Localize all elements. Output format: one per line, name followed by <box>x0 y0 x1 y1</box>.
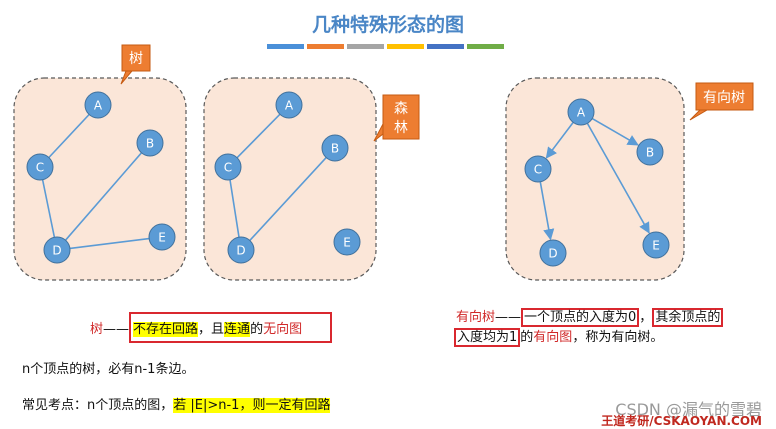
tree-node-B <box>136 129 164 157</box>
tree-edge-D-B <box>64 152 143 241</box>
csdn-watermark: CSDN @漏气的雪碧 <box>615 400 762 419</box>
tree-def-part1: 不存在回路 <box>133 322 199 337</box>
tree-def-part2: ，且 <box>198 322 225 337</box>
directed_tree-node-D <box>539 239 567 267</box>
directed_tree-edge-A-B <box>591 117 639 146</box>
forest-node-label-D: D <box>236 244 245 258</box>
directed_tree-node-label-E: E <box>652 239 660 253</box>
forest-node-E <box>333 228 361 256</box>
note-exam-point: 常见考点：n个顶点的图，若 |E|>n-1，则一定有回路 <box>22 394 331 413</box>
tree-def-dash: —— <box>103 322 130 337</box>
tree-node-label-B: B <box>146 137 154 151</box>
dtree-def-term: 有向树 <box>456 310 496 325</box>
forest-node-D <box>227 236 255 264</box>
tree-callout: 树 <box>120 44 151 85</box>
color-bar-segment <box>307 44 344 49</box>
directed_tree-node-label-C: C <box>534 163 542 177</box>
directed_tree-edge-A-E <box>586 122 650 234</box>
tree-edge-C-D <box>41 179 56 238</box>
tree-node-A <box>84 91 112 119</box>
directed-tree-callout-label: 有向树 <box>703 90 745 106</box>
dtree-def-part5: 的 <box>520 330 534 345</box>
forest-graph: A B C D E <box>214 91 361 264</box>
directed_tree-node-B <box>636 138 664 166</box>
color-bar-segment <box>267 44 304 49</box>
tree-edge-D-E <box>69 237 150 250</box>
forest-callout-label-2: 林 <box>394 120 408 136</box>
forest-node-label-E: E <box>343 236 351 250</box>
dtree-def-dash: —— <box>495 310 522 325</box>
forest-node-C <box>214 153 242 181</box>
color-bar-segment <box>467 44 504 49</box>
tree-def-box: 不存在回路，且连通的无向图 <box>129 312 333 343</box>
note-exam-highlight: 若 |E|>n-1，则一定有回路 <box>173 398 331 413</box>
tree-node-E <box>148 223 176 251</box>
forest-panel <box>203 77 377 281</box>
directed-tree-callout: 有向树 <box>689 82 754 121</box>
color-bar-segment <box>387 44 424 49</box>
forest-node-B <box>321 134 349 162</box>
directed_tree-node-label-B: B <box>646 146 654 160</box>
dtree-def-part4: 入度均为1 <box>454 328 521 347</box>
forest-edge-A-C <box>236 113 281 159</box>
directed_tree-edge-A-C <box>545 121 574 159</box>
tree-node-C <box>26 153 54 181</box>
color-bar-segment <box>347 44 384 49</box>
dtree-def-part6: 有向图 <box>533 330 573 345</box>
note-exam-prefix: 常见考点：n个顶点的图， <box>22 398 174 413</box>
dtree-def-part2: ， <box>639 310 653 325</box>
color-bar-segment <box>427 44 464 49</box>
tree-node-label-E: E <box>158 231 166 245</box>
tree-def-part5: 无向图 <box>263 322 303 337</box>
tree-def-part4: 的 <box>250 322 264 337</box>
tree-node-label-D: D <box>52 244 61 258</box>
directed_tree-node-E <box>642 231 670 259</box>
forest-node-label-B: B <box>331 142 339 156</box>
tree-graph: A B C D E <box>26 91 176 264</box>
directed-tree-graph: A B C D E <box>524 98 670 267</box>
tree-panel <box>13 77 187 281</box>
dtree-def-part3: 其余顶点的 <box>652 308 724 327</box>
forest-callout: 森 林 <box>373 94 420 142</box>
forest-callout-label-1: 森 <box>394 101 408 117</box>
dtree-def-part1: 一个顶点的入度为0 <box>521 308 640 327</box>
directed_tree-node-label-D: D <box>548 247 557 261</box>
tree-node-D <box>43 236 71 264</box>
forest-edge-D-B <box>249 157 327 241</box>
note-tree-edges: n个顶点的树，必有n-1条边。 <box>22 362 195 377</box>
directed_tree-edge-C-D <box>539 181 555 241</box>
tree-definition: 树——不存在回路，且连通的无向图 <box>90 312 333 343</box>
tree-def-part3: 连通 <box>224 322 251 337</box>
tree-def-term: 树 <box>90 322 104 337</box>
tree-callout-label: 树 <box>129 51 143 67</box>
directed_tree-node-A <box>567 98 595 126</box>
page-title: 几种特殊形态的图 <box>311 14 464 36</box>
title-color-bar <box>267 44 504 49</box>
dtree-def-part7: ，称为有向树。 <box>572 330 664 345</box>
tree-node-label-C: C <box>36 161 44 175</box>
forest-node-label-A: A <box>285 99 294 113</box>
tree-node-label-A: A <box>94 99 103 113</box>
directed_tree-node-C <box>524 155 552 183</box>
forest-edge-C-D <box>229 179 240 238</box>
directed_tree-node-label-A: A <box>577 106 586 120</box>
directed-tree-definition-line-1: 有向树——一个顶点的入度为0，其余顶点的 <box>456 306 724 327</box>
forest-node-A <box>275 91 303 119</box>
tree-edge-A-C <box>48 113 90 159</box>
wangdao-watermark: 王道考研/CSKAOYAN.COM <box>601 414 762 428</box>
forest-node-label-C: C <box>224 161 232 175</box>
